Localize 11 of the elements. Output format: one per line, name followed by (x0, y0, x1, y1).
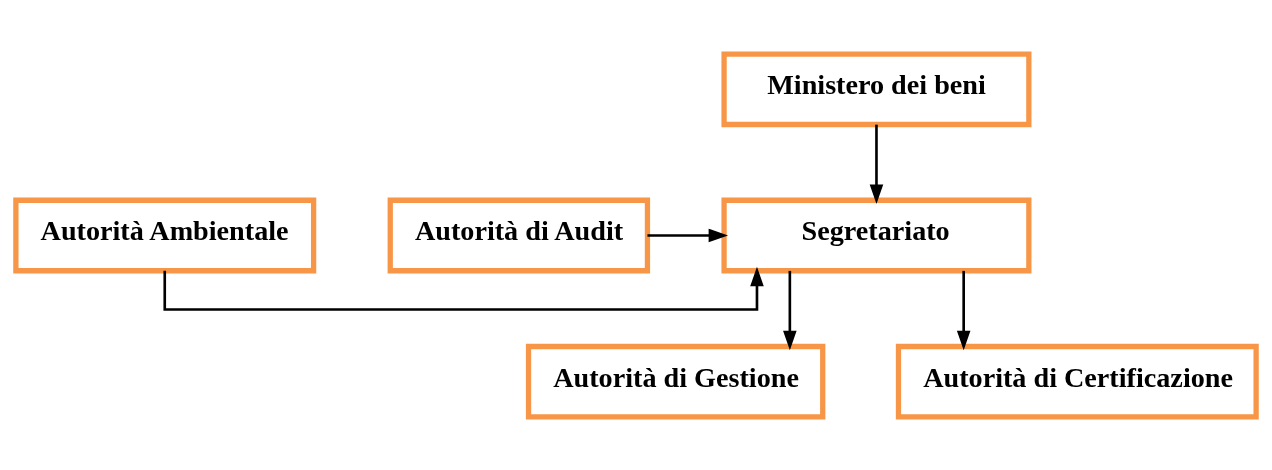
node-box: Autorità di Gestione (525, 343, 826, 420)
arrow (647, 228, 729, 242)
arrow (783, 270, 797, 350)
arrow (163, 266, 764, 311)
node-box: Autorità di Audit (387, 197, 651, 273)
node-box: Autorità Ambientale (13, 197, 317, 273)
node-box: Segretariato (721, 197, 1032, 273)
node-box: Ministero dei beni (721, 50, 1032, 127)
arrow (956, 270, 971, 350)
arrow (869, 124, 884, 204)
node-box: Autorità di Certificazione (895, 343, 1259, 420)
